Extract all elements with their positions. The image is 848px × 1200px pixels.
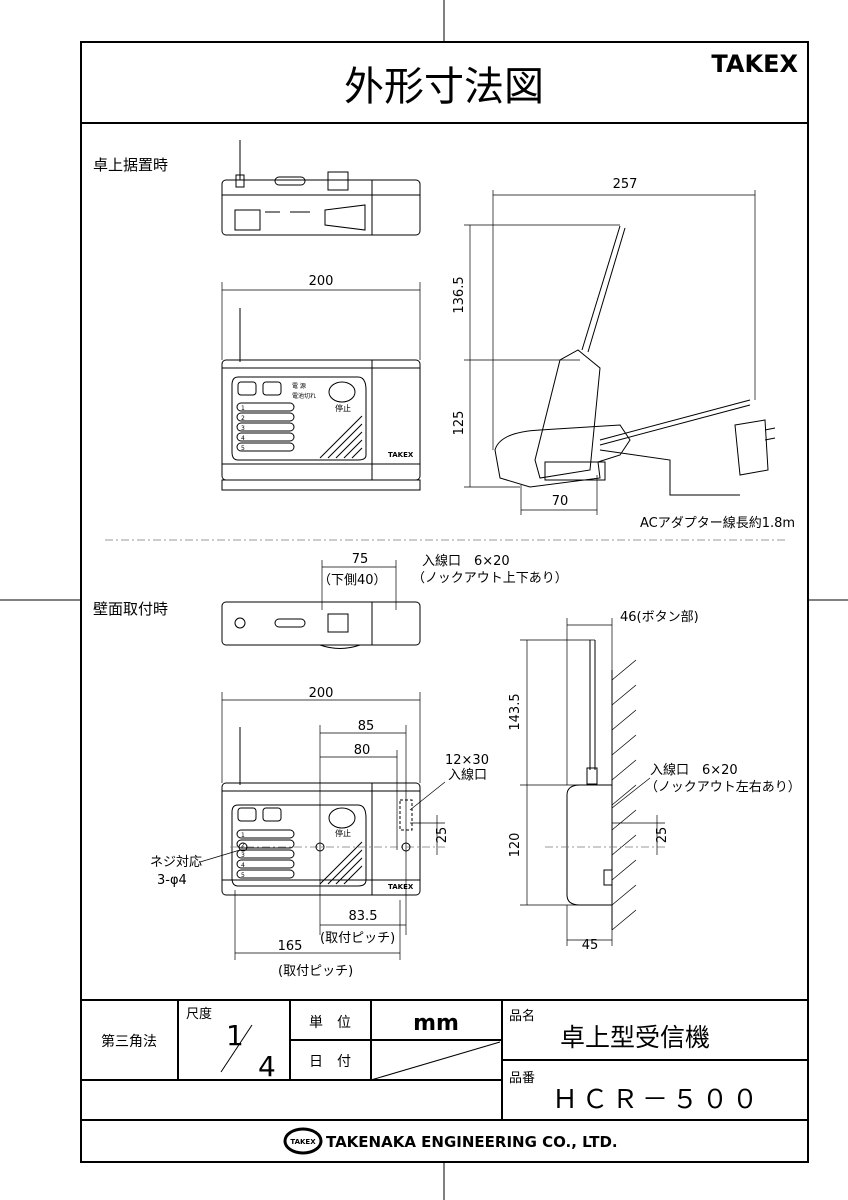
- svg-text:停止: 停止: [335, 828, 351, 838]
- inlet-top-label: 入線口 6×20: [422, 553, 510, 569]
- svg-text:5: 5: [241, 445, 245, 452]
- wall-front-view: 停止 1 2 3 4 5 TAKEX: [199, 692, 446, 960]
- svg-text:4: 4: [241, 435, 245, 442]
- dim-85: 85: [358, 719, 375, 734]
- inlet-side-label: 入線口 6×20: [650, 762, 738, 778]
- dim-antenna-143: 143.5: [508, 693, 523, 730]
- svg-text:電池切れ: 電池切れ: [292, 392, 316, 400]
- desktop-label: 卓上据置時: [93, 156, 168, 174]
- dim-top-note: （下側40）: [318, 573, 387, 588]
- svg-text:2: 2: [241, 842, 245, 849]
- dim-front-25: 25: [435, 827, 450, 844]
- unit-label: 単 位: [309, 1015, 351, 1031]
- pitch-165-note: (取付ピッチ): [278, 964, 353, 979]
- title-block: [81, 999, 808, 1121]
- svg-text:5: 5: [241, 872, 245, 879]
- product-name: 卓上型受信機: [560, 1023, 710, 1052]
- screw-label: ネジ対応: [150, 855, 202, 870]
- desktop-front-view: 停止 電 源 電池切れ 1 2 3 4 5 TAKEX: [221, 282, 421, 491]
- dim-80: 80: [354, 743, 371, 758]
- dim-top-75: 75: [352, 552, 369, 567]
- svg-text:停止: 停止: [335, 403, 351, 413]
- desktop-side-view: [464, 190, 776, 515]
- dim-depth-257: 257: [613, 177, 638, 192]
- adapter-note: ACアダプター線長約1.8m: [640, 515, 795, 531]
- scale-denominator: 4: [258, 1050, 276, 1083]
- inlet-side-note: （ノックアウト左右あり）: [645, 780, 801, 795]
- dim-side-25: 25: [655, 827, 670, 844]
- dim-base-70: 70: [552, 494, 569, 509]
- dim-depth-45: 45: [582, 938, 599, 953]
- svg-text:2: 2: [241, 415, 245, 422]
- scale-numerator: 1: [226, 1019, 244, 1052]
- page-title: 外形寸法図: [344, 64, 544, 110]
- svg-text:1: 1: [241, 832, 245, 839]
- product-name-label: 品名: [509, 1008, 535, 1024]
- wall-label: 壁面取付時: [93, 600, 168, 618]
- svg-text:電 源: 電 源: [292, 382, 306, 390]
- wall-side-view: [520, 618, 665, 946]
- unit-value: mm: [413, 1011, 459, 1036]
- svg-text:TAKEX: TAKEX: [290, 1138, 316, 1146]
- brand-logo: TAKEX: [711, 50, 798, 78]
- svg-text:1: 1: [241, 405, 245, 412]
- scale-label: 尺度: [186, 1006, 212, 1022]
- svg-text:3: 3: [241, 425, 245, 432]
- date-label: 日 付: [309, 1054, 351, 1070]
- dim-height-125: 125: [452, 411, 467, 436]
- inlet-front-label: 入線口: [448, 767, 487, 783]
- screw-spec: 3-φ4: [157, 873, 187, 888]
- desktop-top-view: [221, 140, 421, 236]
- dim-wall-width-200: 200: [309, 686, 334, 701]
- svg-text:3: 3: [241, 852, 245, 859]
- company-logo: TAKEX: [283, 1127, 323, 1155]
- dim-button-46: 46(ボタン部): [620, 610, 699, 625]
- company-name: TAKENAKA ENGINEERING CO., LTD.: [326, 1133, 618, 1151]
- dim-pitch-83: 83.5: [349, 909, 378, 924]
- product-number: ＨＣＲ－５００: [552, 1085, 762, 1115]
- svg-text:TAKEX: TAKEX: [388, 883, 414, 891]
- sheet-border: [80, 41, 809, 1163]
- product-no-label: 品番: [509, 1071, 535, 1086]
- dim-pitch-165: 165: [278, 939, 303, 954]
- wall-top-view: [221, 560, 421, 649]
- projection-method: 第三角法: [101, 1033, 157, 1050]
- inlet-front-size: 12×30: [445, 753, 489, 768]
- dim-antenna-136: 136.5: [452, 276, 467, 313]
- inlet-top-note: （ノックアウト上下あり）: [412, 571, 568, 586]
- svg-text:4: 4: [241, 862, 245, 869]
- dim-height-120: 120: [508, 833, 523, 858]
- dim-width-200: 200: [309, 274, 334, 289]
- svg-text:TAKEX: TAKEX: [388, 451, 414, 459]
- pitch-83-note: (取付ピッチ): [320, 931, 395, 946]
